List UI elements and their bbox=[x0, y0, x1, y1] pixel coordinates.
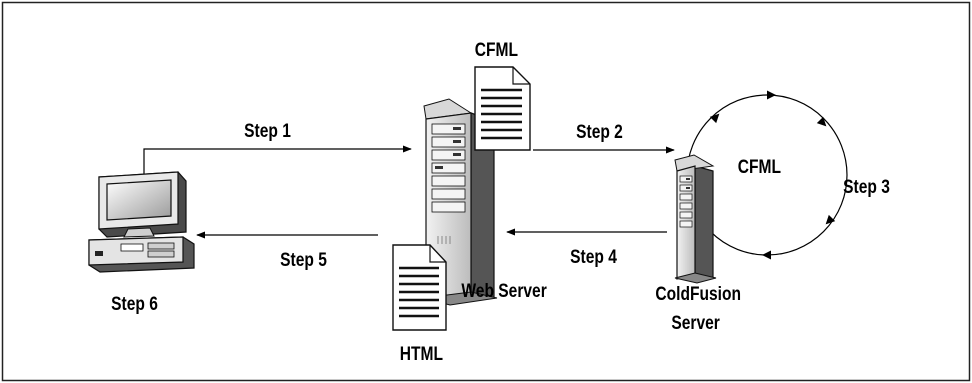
cfml-document-label: CFML bbox=[475, 39, 519, 61]
coldfusion-server-icon bbox=[674, 154, 717, 284]
step4-label: Step 4 bbox=[570, 246, 617, 268]
html-document-icon bbox=[392, 244, 447, 331]
step6-label: Step 6 bbox=[111, 293, 158, 315]
coldfusion-server-label-line1: ColdFusion bbox=[655, 283, 741, 305]
step1-label: Step 1 bbox=[244, 120, 291, 142]
coldfusion-server-label-line2: Server bbox=[671, 312, 720, 334]
html-document-label: HTML bbox=[400, 343, 444, 365]
step3-label: Step 3 bbox=[843, 176, 890, 198]
web-server-label: Web Server bbox=[461, 280, 547, 302]
cfml-loop-label: CFML bbox=[738, 156, 782, 178]
cfml-document-icon bbox=[474, 66, 531, 151]
client-computer-icon bbox=[88, 171, 195, 273]
step1-arrow bbox=[143, 145, 412, 178]
step5-label: Step 5 bbox=[280, 249, 327, 271]
step2-label: Step 2 bbox=[576, 121, 623, 143]
